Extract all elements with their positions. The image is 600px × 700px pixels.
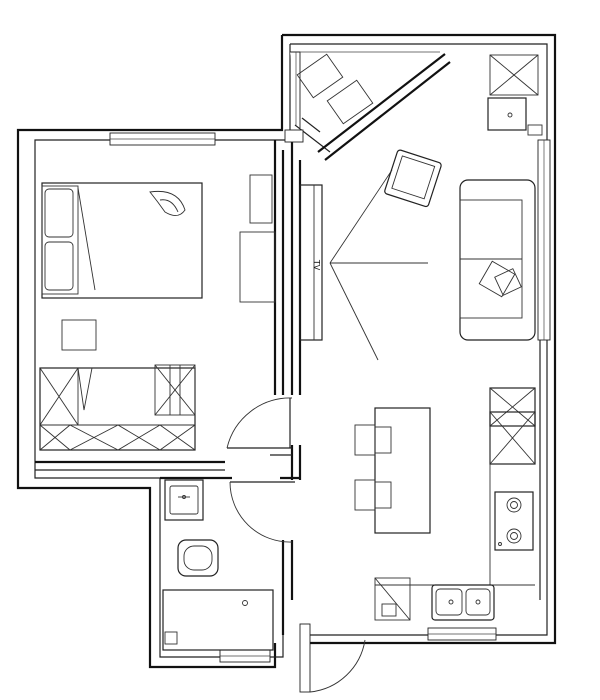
wardrobe	[39, 364, 196, 451]
balcony-chair-2	[326, 79, 374, 125]
balcony-sink	[487, 97, 527, 131]
tv-label: TV	[312, 259, 321, 271]
toilet	[177, 539, 219, 577]
gas-stove	[494, 491, 534, 551]
bedroom	[39, 174, 276, 451]
bed	[41, 182, 203, 299]
entry-cabinet	[374, 577, 411, 621]
bedroom-stool	[61, 319, 97, 351]
sofa	[459, 179, 536, 341]
washbasin	[164, 479, 204, 521]
tv-unit: TV	[299, 169, 428, 361]
kitchen-sink	[431, 584, 495, 621]
kitchen	[374, 387, 536, 621]
dining-chair-1	[354, 424, 376, 456]
bedroom-cabinet	[239, 231, 276, 303]
windows	[109, 51, 551, 663]
balcony	[296, 53, 543, 136]
balcony-chair-1	[296, 53, 344, 99]
armchair	[384, 149, 442, 208]
bedroom-cabinet-top	[249, 174, 273, 224]
entrance-door	[299, 623, 311, 693]
dining-chair-2	[354, 479, 376, 511]
bathroom	[162, 479, 274, 651]
shower	[162, 589, 274, 651]
interior-walls	[35, 53, 451, 635]
dining-table	[374, 407, 431, 534]
living-room	[384, 149, 536, 341]
dining	[354, 407, 431, 534]
doors	[226, 397, 366, 693]
